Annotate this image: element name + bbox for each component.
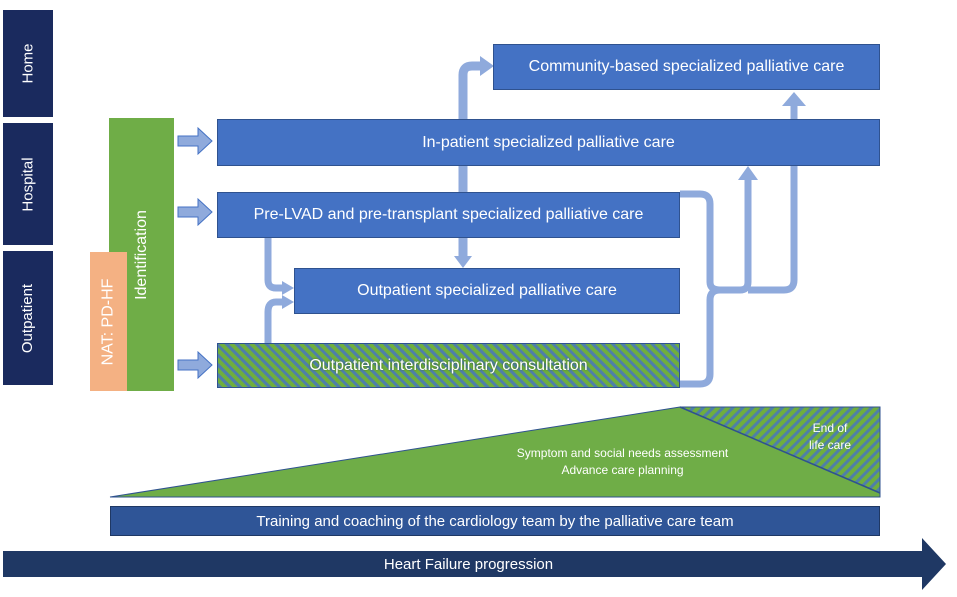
progression-label: Heart Failure progression	[383, 555, 554, 573]
pre-lvad-palliative-care-box: Pre-LVAD and pre-transplant specialized …	[217, 192, 680, 238]
nat-pd-hf-block: NAT: PD-HF	[90, 252, 127, 391]
community-palliative-care-box: Community-based specialized palliative c…	[493, 44, 880, 90]
progression-arrow	[3, 538, 946, 590]
end-of-life-line-1: End of	[812, 421, 848, 435]
arrowhead-consult	[282, 295, 294, 309]
wedge-line-1: Symptom and social needs assessment	[516, 446, 729, 460]
wedge-assessment-text: Symptom and social needs assessment Adva…	[490, 445, 755, 479]
connector-right-merge	[680, 178, 752, 294]
training-label: Training and coaching of the cardiology …	[256, 512, 734, 530]
inpatient-palliative-care-label: In-patient specialized palliative care	[422, 133, 675, 151]
entry-arrow-prelvad	[177, 197, 213, 227]
outpatient-consultation-label: Outpatient interdisciplinary consultatio…	[309, 356, 588, 374]
identification-label: Identification	[132, 209, 150, 300]
wedge-end-of-life-text: End of life care	[790, 420, 870, 454]
side-label-hospital-text: Hospital	[19, 156, 37, 212]
end-of-life-line-2: life care	[808, 438, 852, 452]
training-bar: Training and coaching of the cardiology …	[110, 506, 880, 536]
pre-lvad-palliative-care-label: Pre-LVAD and pre-transplant specialized …	[253, 206, 644, 223]
arrowhead-community	[480, 56, 494, 76]
side-label-hospital: Hospital	[3, 123, 53, 245]
entry-arrow-inpatient	[177, 126, 213, 156]
wedge-assessment	[110, 407, 880, 497]
side-label-outpatient-text: Outpatient	[19, 283, 37, 353]
connector-consult-outpatient	[264, 298, 284, 343]
arrowhead-to-inpatient	[738, 166, 758, 180]
progression-label-container: Heart Failure progression	[0, 551, 937, 577]
connector-right-merge-low	[680, 286, 721, 388]
connector-to-community-right	[748, 104, 798, 294]
nat-pd-hf-label: NAT: PD-HF	[99, 278, 117, 365]
community-palliative-care-label: Community-based specialized palliative c…	[528, 58, 845, 75]
outpatient-consultation-box: Outpatient interdisciplinary consultatio…	[217, 343, 680, 388]
entry-arrow-consultation	[177, 350, 213, 380]
arrowhead-down-outpatient	[454, 256, 472, 268]
connector-prelvad-outpatient	[264, 238, 284, 292]
arrowhead-prelvad	[282, 281, 294, 295]
wedge-divider	[679, 406, 881, 494]
outpatient-specialized-care-label: Outpatient specialized palliative care	[357, 282, 617, 299]
side-label-outpatient: Outpatient	[3, 251, 53, 385]
wedge-outline	[109, 406, 881, 498]
wedge-line-2: Advance care planning	[561, 463, 684, 477]
outpatient-specialized-care-box: Outpatient specialized palliative care	[294, 268, 680, 314]
arrowhead-to-community-right	[782, 92, 806, 106]
inpatient-palliative-care-box: In-patient specialized palliative care	[217, 119, 880, 166]
side-label-home: Home	[3, 10, 53, 117]
side-label-home-text: Home	[19, 43, 37, 84]
connector-to-community	[458, 61, 482, 178]
